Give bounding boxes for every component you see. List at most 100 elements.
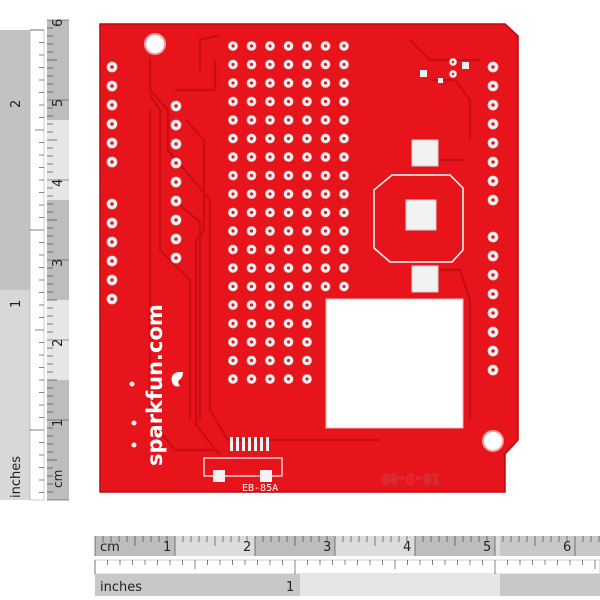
connector-pin [248,437,251,451]
pad-hole [231,173,235,178]
pad-hole [231,118,235,122]
pad-hole [268,44,272,48]
pad-hole [451,72,455,76]
left-cm-ruler: cm [47,19,69,501]
pad-hole [305,358,309,363]
pad-hole [305,118,309,122]
ruler-number: 1 [9,300,24,308]
ruler-number: 3 [323,540,331,555]
pad-hole [231,377,235,381]
pad-hole [249,155,254,159]
pad-hole [231,44,235,48]
smd-pad [438,78,443,83]
flame-logo [171,372,183,387]
pad-hole [491,368,495,372]
pad-hole [342,118,346,122]
pad-hole [286,229,291,233]
pad-hole [323,81,328,85]
pad-hole [268,192,272,196]
pad-hole [342,81,346,85]
pad-hole [286,303,291,307]
pad-hole [249,340,254,344]
pad-hole [491,330,495,334]
pad-hole [174,218,178,222]
pad-hole [110,160,114,164]
pad-hole [305,284,309,289]
ruler-number: 3 [51,259,66,267]
via [131,420,137,426]
ruler-number: 1 [163,540,171,555]
pad-hole [323,210,328,215]
square-pad-bottom [411,265,439,293]
board-traces [148,33,480,456]
left-inch-ruler: inches [0,29,45,501]
pad-hole [249,62,254,67]
pad-hole [174,142,178,146]
pad-hole [342,210,346,215]
pad-hole [110,141,114,145]
bottom-cm-label: cm [100,540,120,555]
pad-hole [268,321,272,326]
pad-hole [231,229,235,233]
connector-pin [242,437,245,451]
pad-hole [110,103,114,107]
ruler-number: 1 [286,580,294,595]
pad-hole [268,340,272,344]
pad-hole [491,65,495,69]
pad-hole [491,122,495,126]
pad-hole [451,60,455,64]
ruler-number: 6 [51,19,66,27]
pad-hole [305,340,309,344]
pad-hole [286,81,291,85]
pad-hole [286,62,291,67]
pad-hole [491,292,495,296]
pad-hole [231,247,235,252]
mounting-hole-top [144,33,166,55]
pad-hole [286,377,291,381]
smd-pad [420,70,427,77]
pad-hole [268,266,272,270]
pad-hole [110,84,114,88]
pad-hole [249,321,254,326]
pad-hole [249,229,254,233]
pad-hole [323,192,328,196]
pad-hole [249,99,254,104]
pad-hole [342,44,346,48]
square-pad-center [405,199,437,231]
pad-hole [249,303,254,307]
pad-hole [249,136,254,141]
pad-hole [231,99,235,104]
ruler-number: 4 [51,179,66,187]
pad-hole [286,173,291,178]
pad-hole [305,192,309,196]
pad-hole [268,229,272,233]
pad-hole [110,202,114,206]
smd-pad [462,62,469,69]
pad-hole [491,160,495,164]
connector-footprint [203,437,283,482]
pad-hole [268,155,272,159]
pad-hole [305,155,309,159]
pad-hole [268,303,272,307]
pad-hole [231,303,235,307]
connector-pin [230,437,233,451]
pad-hole [231,192,235,196]
pad-hole [286,284,291,289]
pad-hole [286,358,291,363]
ruler-number: 4 [403,540,411,555]
pad-hole [491,273,495,277]
mounting-hole-bottom [482,430,504,452]
pad-hole [323,136,328,141]
connector-pin [254,437,257,451]
pad-hole [323,118,328,122]
pad-hole [323,247,328,252]
pad-hole [305,99,309,104]
pad-hole [110,240,114,244]
connector-pin [260,437,263,451]
pad-hole [323,44,328,48]
pad-hole [342,247,346,252]
pad-hole [174,123,178,127]
pad-hole [231,210,235,215]
pad-hole [286,321,291,326]
pad-hole [249,173,254,178]
